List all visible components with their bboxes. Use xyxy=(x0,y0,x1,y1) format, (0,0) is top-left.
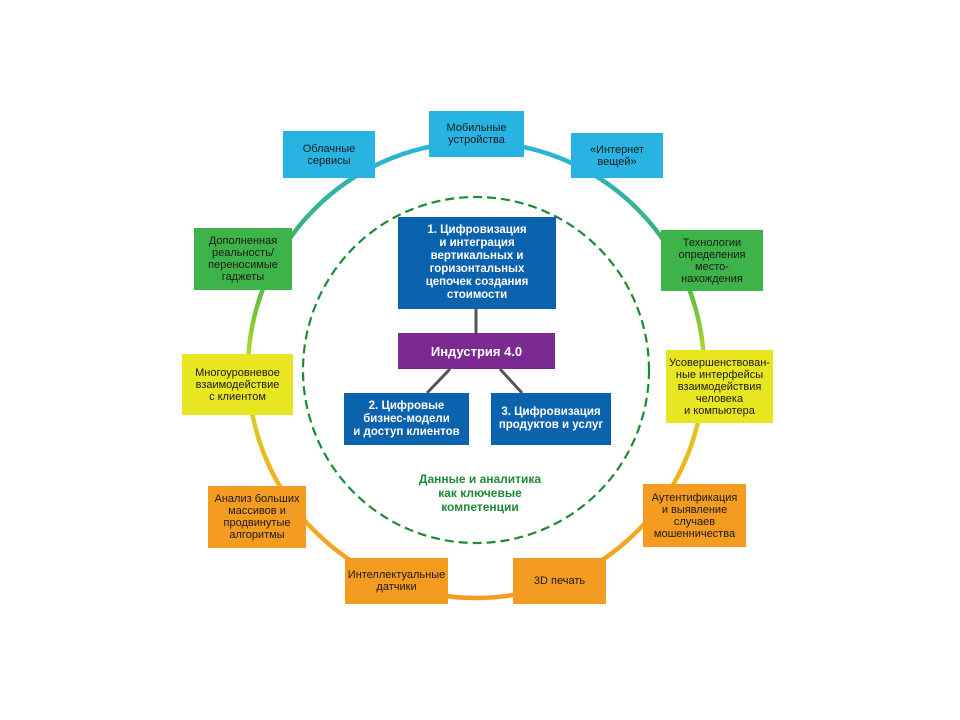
item-mobile-devices: Мобильные устройства xyxy=(429,111,524,157)
item-internet-of-things: «Интернет вещей» xyxy=(571,133,663,178)
item-smart-sensors: Интеллектуальные датчики xyxy=(345,558,448,604)
outer-ring xyxy=(245,139,707,601)
item-customer-interaction: Многоуровневое взаимодействие с клиентом xyxy=(182,354,293,415)
connector-right xyxy=(498,367,524,395)
item-advanced-hci: Усовершенствован- ные интерфейсы взаимод… xyxy=(666,350,773,423)
item-big-data-algorithms: Анализ больших массивов и продвинутые ал… xyxy=(208,486,306,548)
item-3d-printing: 3D печать xyxy=(513,558,606,604)
core-digital-products: 3. Цифровизация продуктов и услуг xyxy=(491,393,611,445)
core-industry-4: Индустрия 4.0 xyxy=(398,333,555,369)
core-value-chain: 1. Цифровизация и интеграция вертикальны… xyxy=(398,217,556,309)
core-business-models: 2. Цифровые бизнес-модели и доступ клиен… xyxy=(344,393,469,445)
connector-left xyxy=(425,367,452,395)
item-location-technologies: Технологии определения место- нахождения xyxy=(661,230,763,291)
item-authentication-fraud: Аутентификация и выявление случаев мошен… xyxy=(643,484,746,547)
item-cloud-services: Облачные сервисы xyxy=(283,131,375,178)
caption-data-analytics: Данные и аналитика как ключевые компетен… xyxy=(418,472,542,514)
item-augmented-reality: Дополненная реальность/ переносимые гадж… xyxy=(194,228,292,290)
dashed-inner-circle xyxy=(301,195,651,545)
